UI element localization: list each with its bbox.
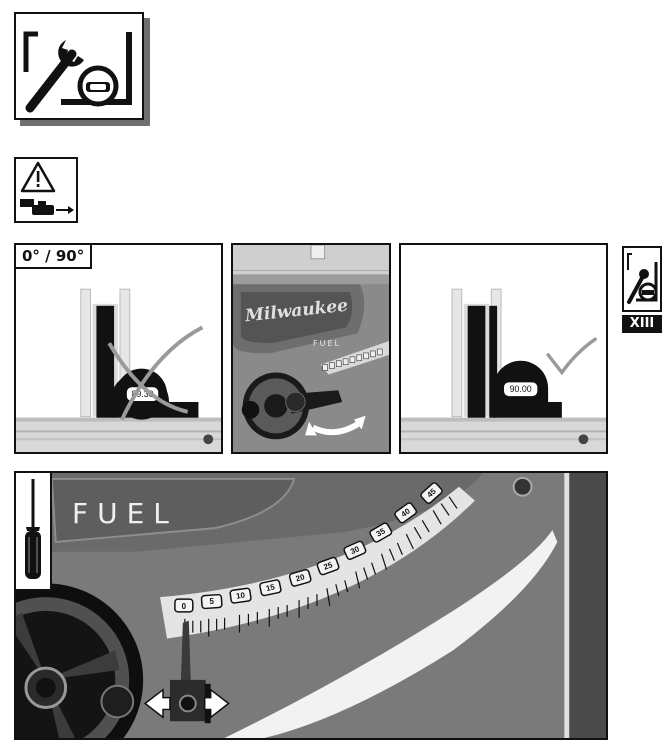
check-mark-icon [546,337,597,376]
saw-handwheel-panel: Milwaukee FUEL [231,243,391,454]
chapter-adjustment-icon [622,246,662,312]
bevel-scale-detail-panel: 0 5 10 15 20 25 30 35 40 45 [14,471,608,740]
scale-tick-label: 25 [322,560,334,572]
warning-unplug-icon [14,157,78,223]
bevel-check-wrong-panel: 89.30 0° / 90° [14,243,223,454]
scale-tick-label: 30 [349,544,361,556]
scale-tick-label: 20 [295,572,307,583]
scale-tick-label: 15 [265,582,276,593]
gauge-reading-correct: 90.00 [510,384,532,394]
chapter-tag: XIII [622,315,662,333]
adjustment-icon-box [14,12,150,126]
screwdriver-icon [16,473,52,591]
cross-mark-icon [107,325,204,421]
adjustment-icon [23,31,132,113]
scale-tick-label: 10 [236,590,247,600]
saw-model-large: FUEL [72,497,178,530]
scale-tick-label: 5 [209,597,214,606]
saw-model-small: FUEL [313,339,341,348]
angle-label: 0° / 90° [16,245,93,269]
scale-tick-label: 0 [182,602,187,611]
bevel-check-correct-panel: 90.00 [399,243,608,454]
gauge-reading-wrong: 89.30 [132,389,154,399]
